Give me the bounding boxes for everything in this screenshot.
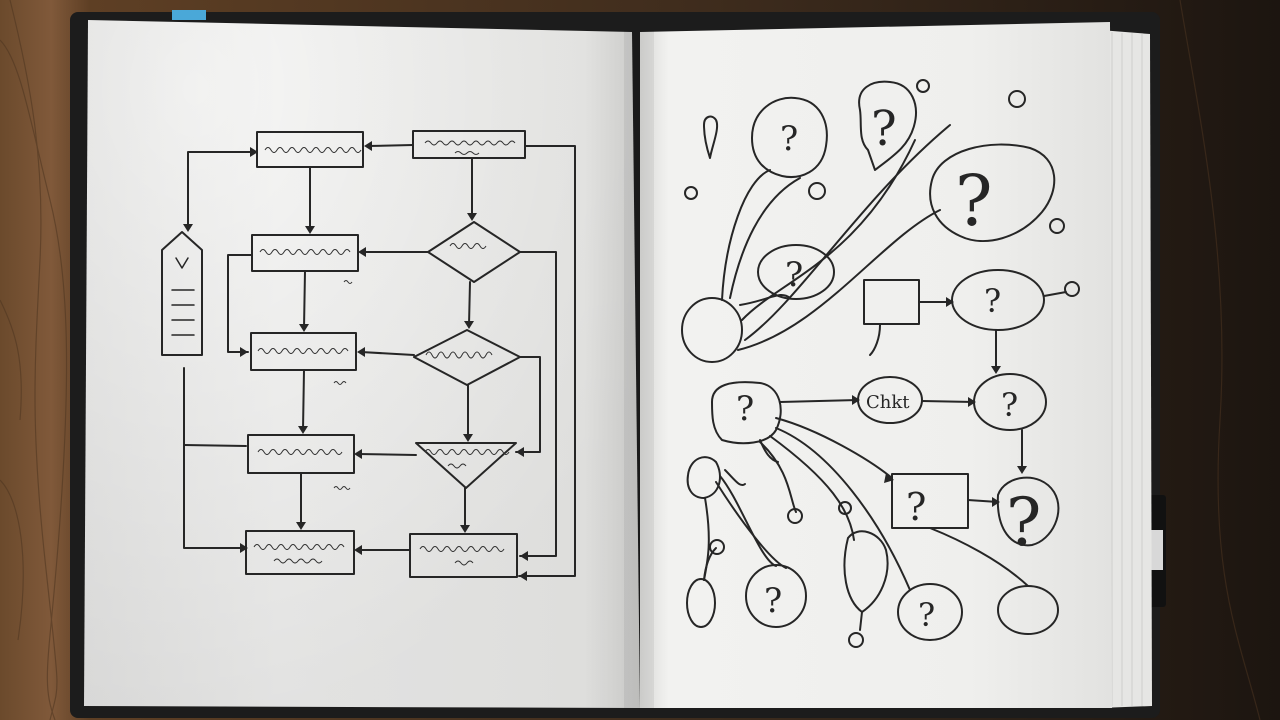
question-mark: ?	[906, 485, 926, 529]
flowchart	[161, 130, 576, 581]
question-mark: ?	[736, 389, 754, 429]
mind-map	[681, 79, 1080, 648]
question-mark: ?	[955, 160, 993, 242]
question-mark: ?	[871, 101, 897, 157]
question-mark: ?	[785, 255, 803, 295]
tag-shape	[161, 231, 203, 356]
question-mark: ?	[918, 596, 935, 634]
question-mark: ?	[780, 119, 798, 159]
labeled-node-text: Chkt	[866, 392, 910, 413]
question-marks: ? ? ? ? ? ? ? ? ? ? ?	[736, 101, 1041, 634]
question-mark: ?	[1001, 386, 1018, 424]
mind-map-arrows	[852, 297, 1027, 507]
flowchart-scribbles	[253, 140, 516, 566]
question-mark: ?	[1006, 484, 1041, 561]
bookmark-tab	[172, 10, 206, 20]
question-mark: ?	[984, 282, 1001, 320]
right-page	[640, 22, 1112, 708]
question-mark: ?	[764, 581, 782, 621]
